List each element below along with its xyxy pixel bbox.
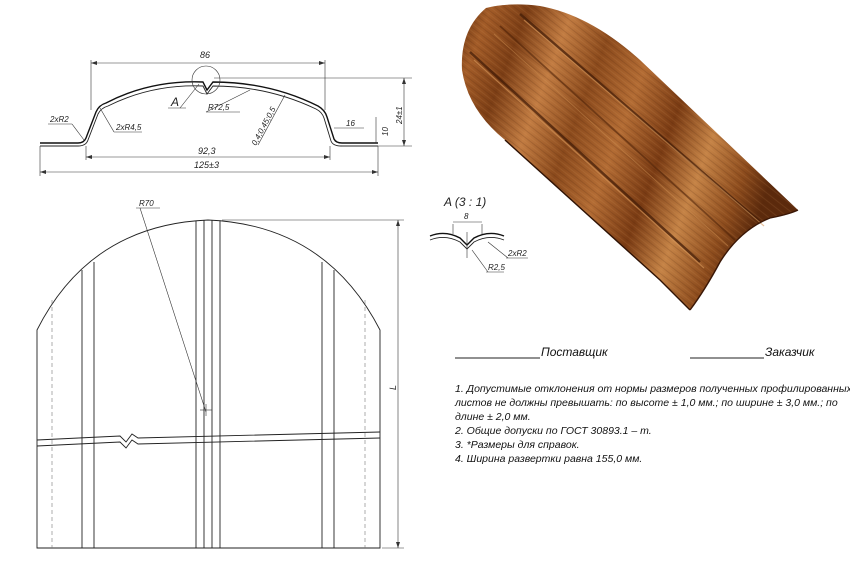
sheet-3d-render xyxy=(461,4,799,311)
plan-view: R70 L xyxy=(36,199,404,549)
customer-label: Заказчик xyxy=(765,345,816,359)
plan-outline xyxy=(36,219,381,549)
dim-bend-r2: 2xR2 xyxy=(49,115,69,124)
note-line-3: длине ± 2,0 мм. xyxy=(455,411,531,423)
note-line-1: 1. Допустимые отклонения от нормы размер… xyxy=(455,383,850,395)
dim-width-top: 86 xyxy=(200,50,210,60)
dim-step: 10 xyxy=(381,127,390,136)
detail-a: A (3 : 1) 8 2xR2 R2,5 xyxy=(429,195,528,273)
dim-flange: 16 xyxy=(346,119,355,128)
dim-width-mid: 92,3 xyxy=(198,146,216,156)
profile-outline xyxy=(40,81,378,144)
dim-plan-radius: R70 xyxy=(139,199,154,208)
detail-dim-width: 8 xyxy=(464,212,469,221)
detail-marker-label: A xyxy=(170,95,179,109)
notes-block: 1. Допустимые отклонения от нормы размер… xyxy=(454,383,850,465)
profile-section: 86 A R72,5 0,4;0,45;0,5 2xR2 2xR4,5 16 1… xyxy=(39,50,412,176)
note-line-2: листов не должны превышать: по высоте ± … xyxy=(454,397,838,409)
dim-arc-radius: R72,5 xyxy=(208,103,230,112)
dim-plan-length: L xyxy=(388,385,398,390)
detail-title: A (3 : 1) xyxy=(443,195,486,209)
note-line-4: 2. Общие допуски по ГОСТ 30893.1 – т. xyxy=(454,425,652,437)
detail-marker-circle xyxy=(191,65,221,95)
dim-width-total: 125±3 xyxy=(194,160,219,170)
dim-bend-r45: 2xR4,5 xyxy=(115,123,142,132)
dim-height: 24±1 xyxy=(395,106,404,125)
break-line xyxy=(36,431,381,443)
supplier-label: Поставщик xyxy=(541,345,609,359)
signature-block: Поставщик Заказчик xyxy=(455,345,816,359)
detail-dim-r2: 2xR2 xyxy=(507,249,527,258)
detail-dim-r25: R2,5 xyxy=(488,263,505,272)
note-line-6: 4. Ширина развертки равна 155,0 мм. xyxy=(455,453,642,465)
dim-thickness: 0,4;0,45;0,5 xyxy=(250,105,278,147)
note-line-5: 3. *Размеры для справок. xyxy=(455,439,580,451)
